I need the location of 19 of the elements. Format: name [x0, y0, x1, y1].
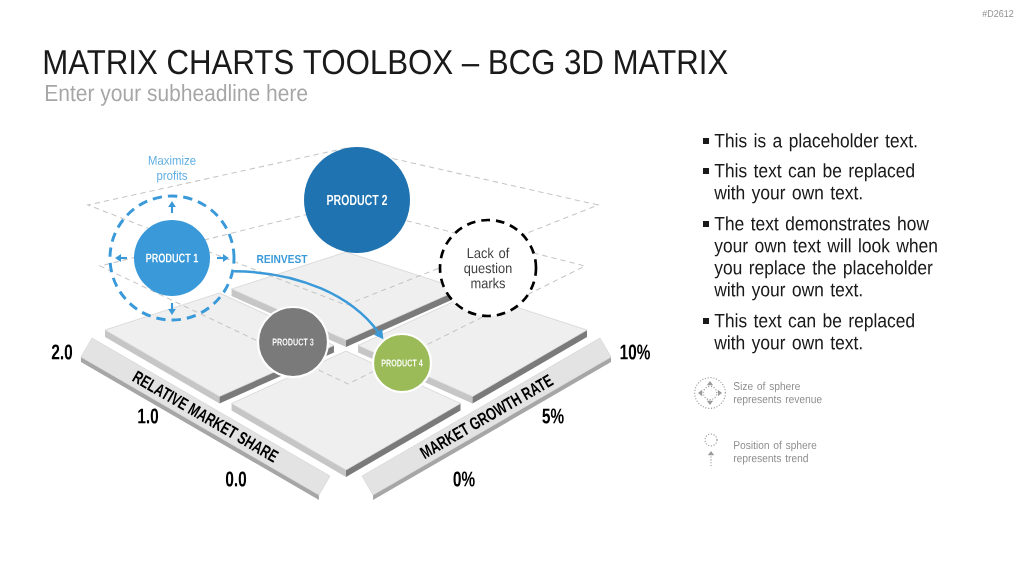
bullet-text: The text demonstrates how your own text will look when you replace the placeholder with your own text. — [714, 216, 937, 301]
slide-title: MATRIX CHARTS TOOLBOX – BCG 3D MATRIX — [44, 49, 728, 75]
edge-label: REINVEST — [257, 255, 308, 263]
product-sphere: PRODUCT 1 — [134, 220, 210, 296]
id-code: #D2612 — [982, 10, 1014, 18]
axis-tick-label: 5% — [542, 408, 564, 424]
legend-text: Size of sphere represents revenue — [733, 381, 822, 406]
axis-tick-label: 0% — [453, 471, 475, 487]
product-sphere: PRODUCT 4 — [371, 332, 433, 394]
bullet-text: This is a placeholder text. — [714, 133, 917, 152]
axis-tick-label: 0.0 — [225, 471, 247, 487]
dashed-ring — [108, 194, 236, 322]
product-sphere: PRODUCT 3 — [256, 305, 330, 379]
product-sphere: PRODUCT 2 — [304, 147, 410, 253]
legend-text: Position of sphere represents trend — [733, 440, 817, 465]
subheadline: Enter your subheadline here — [46, 84, 308, 106]
bullet-text: This text can be replaced with your own text. — [714, 313, 914, 354]
bullet-text: This text can be replaced with your own text. — [714, 163, 914, 204]
goal-label: Maximize profits — [148, 155, 196, 183]
